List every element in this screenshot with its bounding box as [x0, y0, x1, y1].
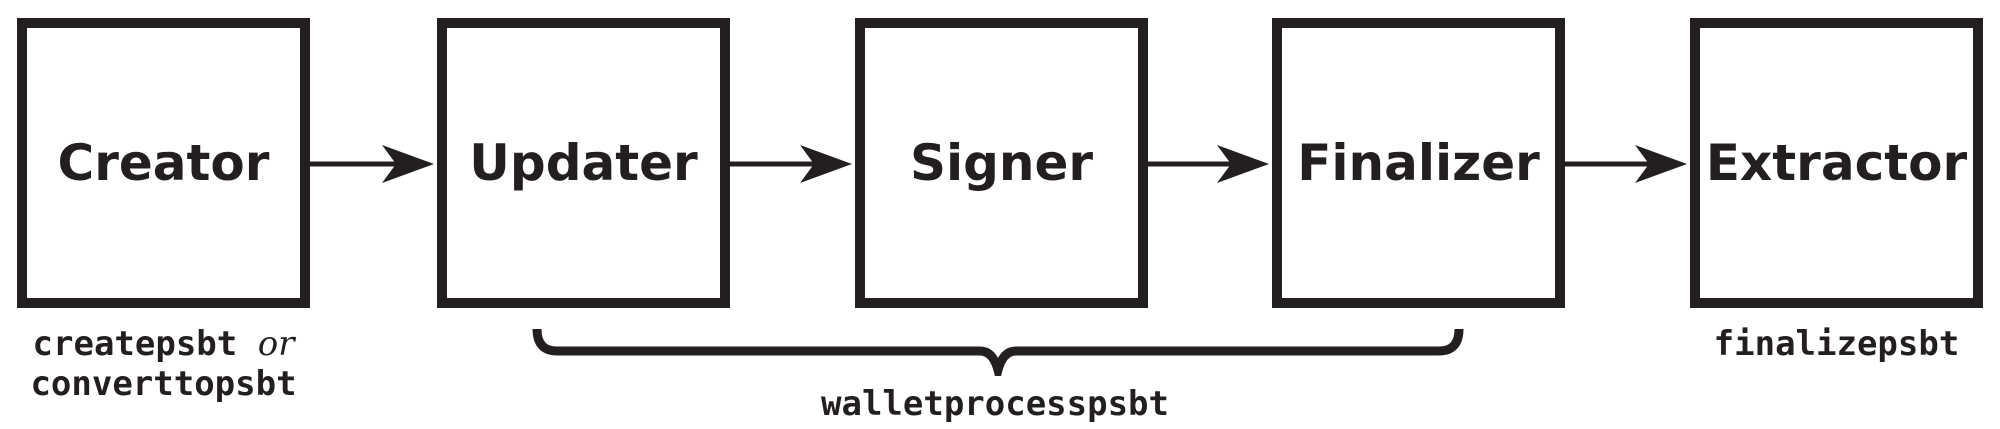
- brace-caption: walletprocesspsbt: [821, 384, 1169, 424]
- arrow-updater-to-signer-icon: [730, 145, 852, 183]
- box-signer: Signer: [855, 18, 1148, 308]
- box-creator: Creator: [17, 18, 310, 308]
- box-updater: Updater: [437, 18, 730, 308]
- arrow-creator-to-updater-icon: [310, 145, 434, 183]
- group-brace-icon: [532, 328, 1464, 376]
- box-extractor: Extractor: [1690, 18, 1983, 308]
- box-extractor-label: Extractor: [1705, 134, 1968, 192]
- box-finalizer: Finalizer: [1272, 18, 1565, 308]
- creator-caption: createpsbt or converttopsbt: [17, 324, 310, 404]
- extractor-caption: finalizepsbt: [1713, 324, 1960, 364]
- creator-caption-code1: createpsbt: [32, 324, 238, 364]
- box-finalizer-label: Finalizer: [1297, 134, 1540, 192]
- creator-caption-line2: converttopsbt: [30, 364, 297, 404]
- arrow-signer-to-finalizer-icon: [1148, 145, 1269, 183]
- box-updater-label: Updater: [469, 134, 698, 192]
- creator-caption-line1: createpsbt or: [17, 324, 310, 364]
- creator-caption-conjunction: or: [257, 324, 295, 364]
- box-signer-label: Signer: [909, 134, 1094, 192]
- box-creator-label: Creator: [57, 134, 270, 192]
- arrow-finalizer-to-extractor-icon: [1565, 145, 1687, 183]
